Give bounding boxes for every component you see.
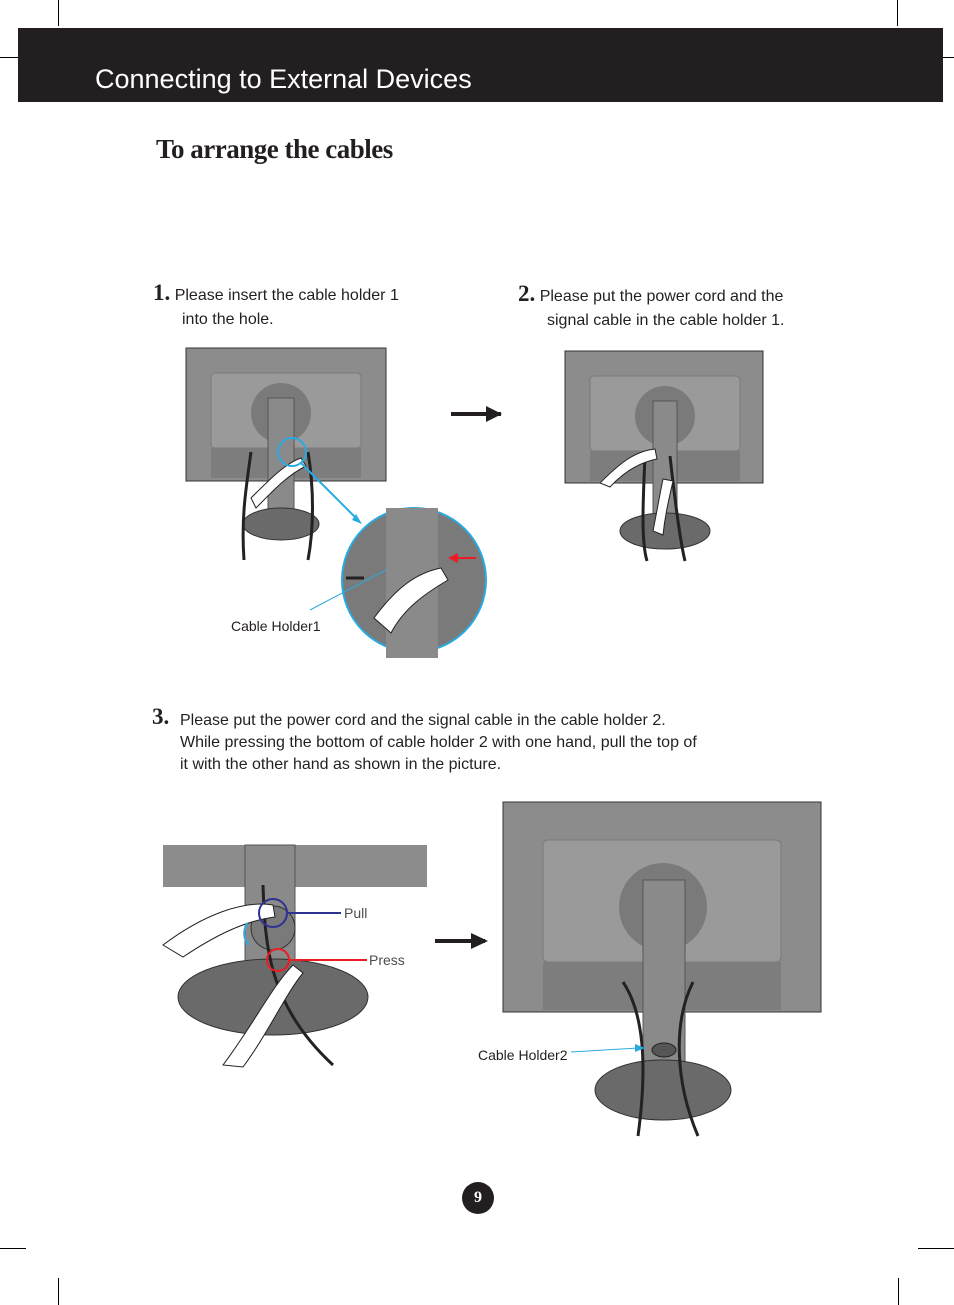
step-3-number: 3. xyxy=(152,704,170,729)
crop-mark xyxy=(918,1248,954,1249)
step-3-line-1: Please put the power cord and the signal… xyxy=(180,712,666,729)
pull-label: Pull xyxy=(344,905,368,921)
step-1-line-2: into the hole. xyxy=(182,311,274,328)
step-1-line-1: Please insert the cable holder 1 xyxy=(174,287,399,304)
step-2-line-2: signal cable in the cable holder 1. xyxy=(547,312,785,329)
step-2-line-1: Please put the power cord and the xyxy=(539,288,784,305)
step-3-line-3: it with the other hand as shown in the p… xyxy=(180,756,502,773)
cable-holder1-label: Cable Holder1 xyxy=(231,618,321,634)
step-1-line-2-wrap: into the hole. xyxy=(182,309,274,330)
step-3: 3. xyxy=(152,704,170,730)
step-2-line-2-wrap: signal cable in the cable holder 1. xyxy=(547,310,785,331)
step-2-illustration xyxy=(564,350,764,562)
cable-holder2-label: Cable Holder2 xyxy=(478,1047,568,1063)
step-3-lines: Please put the power cord and the signal… xyxy=(180,710,697,776)
step-3-line-2: While pressing the bottom of cable holde… xyxy=(180,734,697,751)
step-1-number: 1. xyxy=(153,280,171,305)
header-bar xyxy=(18,28,943,102)
press-label: Press xyxy=(369,952,405,968)
crop-mark xyxy=(898,1278,899,1305)
crop-mark xyxy=(897,0,898,26)
section-title: To arrange the cables xyxy=(156,134,393,164)
crop-mark xyxy=(58,0,59,26)
step-2: 2. Please put the power cord and the xyxy=(518,281,784,307)
step-3-left-illustration xyxy=(162,844,488,1068)
crop-mark xyxy=(58,1278,59,1305)
step-3-right-illustration xyxy=(502,801,822,1137)
page-title: Connecting to External Devices xyxy=(95,64,472,94)
step-1: 1. Please insert the cable holder 1 xyxy=(153,280,399,306)
step-1-illustration xyxy=(185,347,502,658)
step-2-number: 2. xyxy=(518,281,536,306)
crop-mark xyxy=(0,1248,26,1249)
page-number: 9 xyxy=(462,1182,494,1214)
